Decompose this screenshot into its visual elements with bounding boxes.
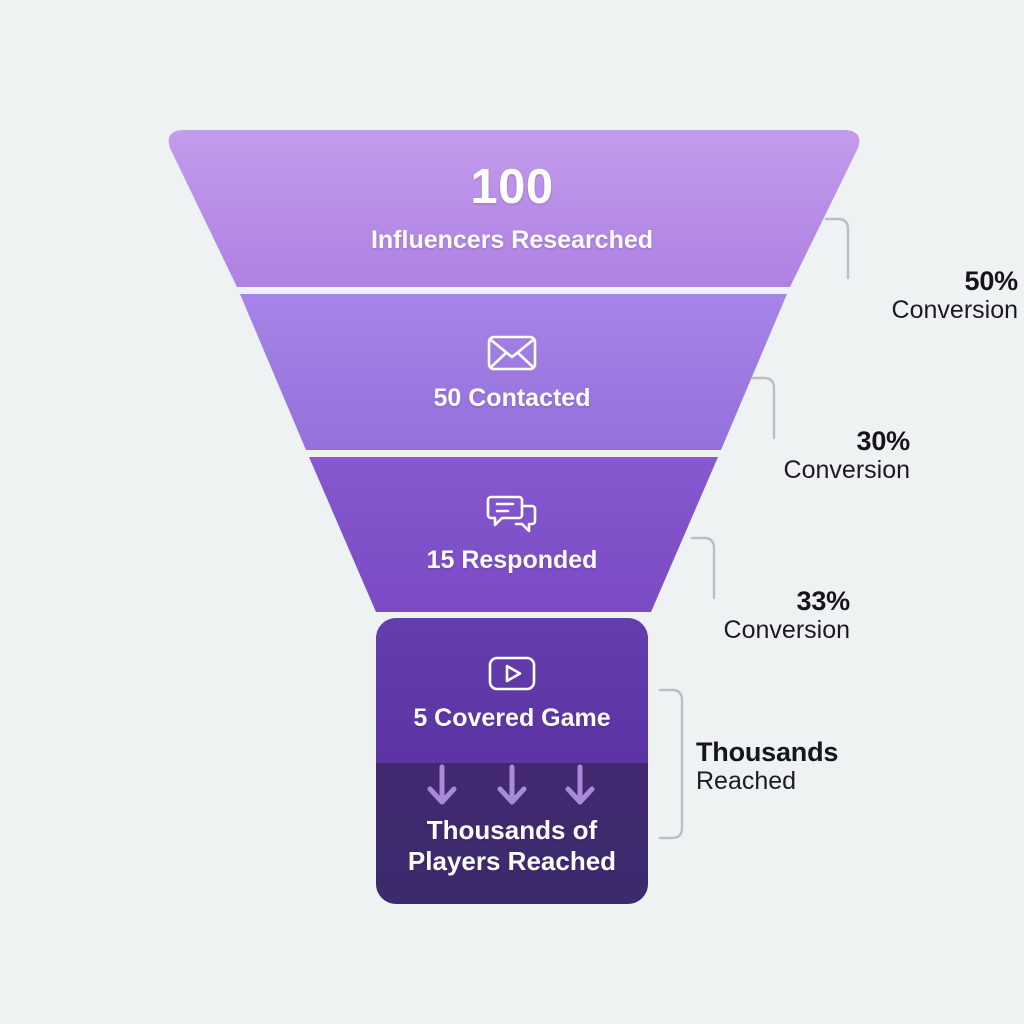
three-down-arrows-icon [427,764,595,805]
connector-2 [750,376,776,440]
annotation-conversion-3-label: Conversion [723,616,850,645]
funnel-segment-responded [309,457,718,612]
annotation-reach-pct: Thousands [696,737,839,767]
connector-lines [658,217,850,840]
connector-3 [690,536,716,600]
annotation-conversion-1-label: Conversion [891,296,1018,325]
annotation-conversion-3: 33% Conversion [680,586,851,645]
annotation-reach: Thousands Reached [696,737,866,796]
annotation-conversion-2: 30% Conversion [740,426,911,485]
annotation-reach-label: Reached [696,767,797,796]
annotation-conversion-3-pct: 33% [796,586,851,616]
funnel-segment-researched [168,130,860,287]
connector-4 [658,688,684,840]
funnel-segment-covered-game [376,618,648,763]
annotation-conversion-2-label: Conversion [783,456,910,485]
connector-1 [824,217,850,280]
annotation-conversion-1: 50% Conversion [828,266,1019,325]
annotation-conversion-2-pct: 30% [856,426,911,456]
funnel-segment-contacted [240,294,787,450]
annotation-conversion-1-pct: 50% [964,266,1019,296]
